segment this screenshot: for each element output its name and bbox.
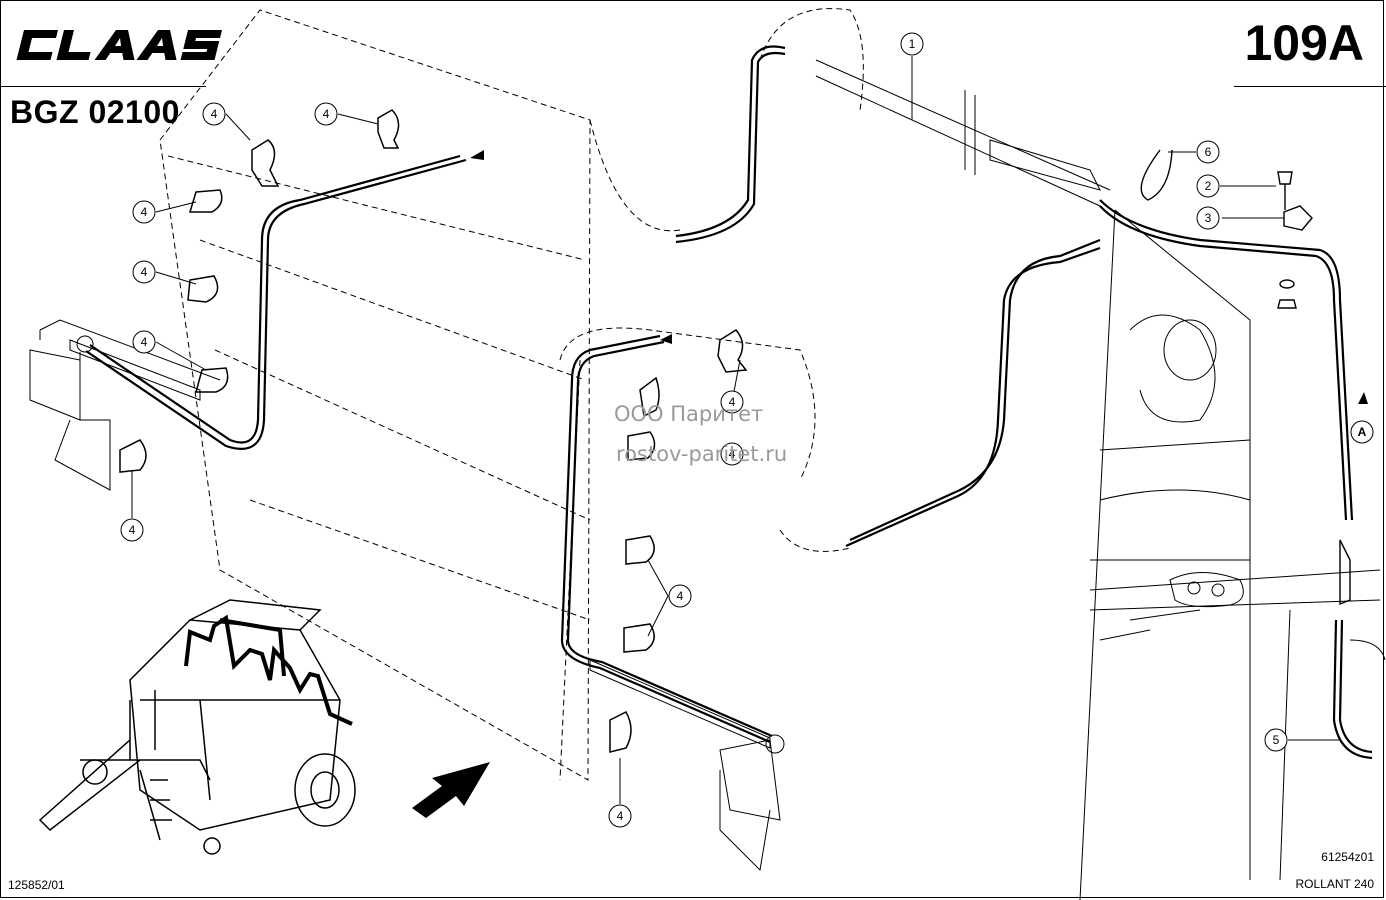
drawing-code: 61254z01 xyxy=(1321,850,1374,864)
header-rule-left xyxy=(0,86,206,87)
watermark-company: ООО Паритет xyxy=(614,402,764,426)
hose-line-center xyxy=(560,334,773,744)
callout-labels: 4 4 4 4 4 4 1 6 2 3 5 4 4 4 4 A xyxy=(129,37,1367,823)
callout-1: 1 xyxy=(909,37,916,51)
flow-arrow-heads xyxy=(470,150,1368,404)
callout-4-left-bottom: 4 xyxy=(129,523,136,537)
callout-4-left-a: 4 xyxy=(141,205,148,219)
callout-4-left-b: 4 xyxy=(141,265,148,279)
baler-overview-illustration xyxy=(38,599,356,855)
fastener-group xyxy=(1140,149,1351,606)
callout-2: 2 xyxy=(1205,179,1212,193)
machine-name: ROLLANT 240 xyxy=(1295,877,1375,891)
callout-4-top-center: 4 xyxy=(323,107,330,121)
claas-logo xyxy=(16,30,223,60)
callout-4-center: 4 xyxy=(677,589,684,603)
callout-a: A xyxy=(1358,425,1367,439)
clamp-group xyxy=(119,109,748,753)
callout-3: 3 xyxy=(1205,211,1212,225)
page-number: 109A xyxy=(1244,15,1364,71)
callout-6: 6 xyxy=(1205,145,1212,159)
leader-lines xyxy=(131,56,1340,804)
machine-outline-dashed xyxy=(159,8,864,781)
model-code: BGZ 02100 xyxy=(10,94,180,130)
direction-arrow-icon xyxy=(412,762,490,818)
callout-4-left-c: 4 xyxy=(141,335,148,349)
callout-4-center-lower: 4 xyxy=(729,447,736,461)
watermark-url: rostov-paritet.ru xyxy=(616,442,788,466)
callout-4-top-left: 4 xyxy=(211,107,218,121)
hose-line-main xyxy=(85,154,467,450)
frame-structure xyxy=(815,59,1386,900)
callout-circles xyxy=(120,32,1374,828)
callout-5: 5 xyxy=(1273,733,1280,747)
perforated-rail-left xyxy=(29,319,221,491)
hose-line-upper xyxy=(675,45,1373,760)
callout-4-center-upper: 4 xyxy=(729,395,736,409)
baler-highlighted-hose xyxy=(184,614,353,726)
header-rule-right xyxy=(1234,86,1386,87)
perforated-rail-right xyxy=(589,659,785,872)
document-number: 125852/01 xyxy=(8,878,65,892)
callout-4-bottom-center: 4 xyxy=(617,809,624,823)
